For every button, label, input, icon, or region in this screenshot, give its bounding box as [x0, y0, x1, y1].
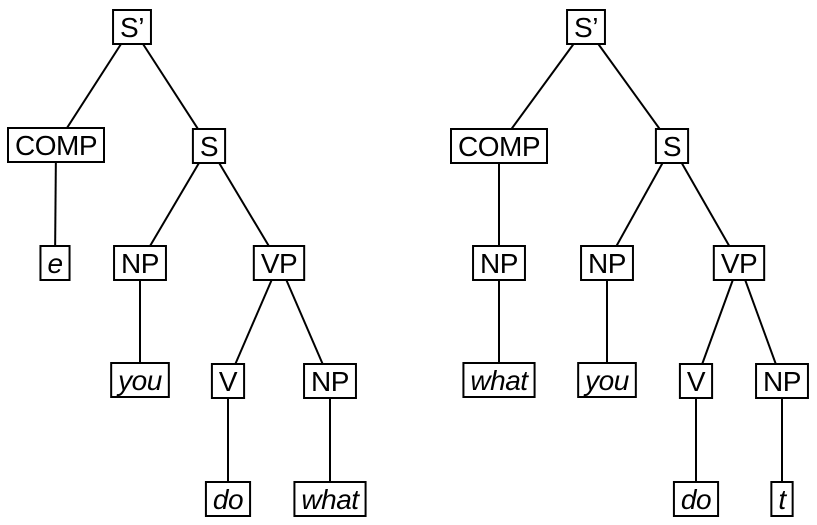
right-tree-node-v: V	[678, 363, 714, 399]
node-box	[462, 362, 536, 398]
left-tree-node-e: e	[39, 245, 71, 281]
right-tree-edge-vp-np-object	[738, 262, 783, 382]
node-box	[7, 127, 105, 163]
node-label: t	[778, 484, 787, 515]
node-box	[770, 481, 794, 517]
node-label: VP	[261, 248, 297, 279]
right-tree-node-what: what	[462, 362, 536, 398]
right-tree-edge-s-bar-s	[585, 26, 673, 147]
node-box	[210, 363, 246, 399]
node-label: e	[47, 248, 62, 279]
node-box	[472, 245, 526, 281]
node-label: S	[200, 131, 218, 162]
right-tree-node-vp: VP	[712, 245, 766, 281]
left-tree-edge-vp-v	[227, 262, 280, 382]
node-box	[566, 9, 606, 45]
right-tree-node-np-comp: NP	[472, 245, 526, 281]
right-tree-node-t: t	[770, 481, 794, 517]
left-tree-node-np-object: NP	[303, 363, 357, 399]
left-tree-node-comp: COMP	[7, 127, 105, 163]
node-box	[252, 245, 306, 281]
left-tree-node-vp: VP	[252, 245, 306, 281]
node-box	[712, 245, 766, 281]
node-label: V	[219, 366, 238, 397]
left-tree-edge-vp-np-object	[278, 262, 331, 382]
node-label: do	[681, 484, 711, 515]
node-box	[112, 9, 152, 45]
left-tree-edges	[54, 26, 331, 499]
node-label: COMP	[458, 131, 540, 162]
right-tree-edges	[498, 26, 783, 499]
node-box	[39, 245, 71, 281]
left-tree-edge-s-bar-s	[131, 26, 210, 147]
node-label: S	[663, 131, 681, 162]
node-label: NP	[121, 248, 159, 279]
node-box	[672, 481, 720, 517]
node-box	[450, 128, 548, 164]
node-label: do	[213, 484, 243, 515]
node-label: what	[470, 365, 529, 396]
node-label: you	[116, 365, 163, 396]
node-label: S’	[574, 12, 598, 43]
left-tree-node-you: you	[110, 362, 170, 398]
right-tree-edge-s-np-subject	[606, 145, 673, 264]
node-box	[293, 481, 367, 517]
node-box	[204, 481, 252, 517]
left-tree-edge-s-vp	[208, 145, 280, 264]
node-box	[113, 245, 167, 281]
left-tree-edge-s-bar-comp	[55, 26, 133, 146]
node-label: you	[583, 365, 630, 396]
node-label: what	[301, 484, 360, 515]
right-tree-nodes: S’ COMP S NP NP VP what you V NP do t	[450, 9, 809, 517]
right-tree-edge-s-bar-comp	[498, 26, 587, 147]
left-tree-node-np-subject: NP	[113, 245, 167, 281]
node-label: NP	[763, 366, 801, 397]
left-tree-node-v: V	[210, 363, 246, 399]
left-tree-node-s: S	[191, 128, 227, 164]
node-label: V	[687, 366, 706, 397]
node-label: S’	[120, 12, 144, 43]
node-box	[191, 128, 227, 164]
left-tree-node-s-bar: S’	[112, 9, 152, 45]
node-box	[755, 363, 809, 399]
node-box	[577, 362, 637, 398]
right-tree-node-s-bar: S’	[566, 9, 606, 45]
node-label: NP	[311, 366, 349, 397]
node-box	[303, 363, 357, 399]
right-tree-node-np-subject: NP	[580, 245, 634, 281]
left-tree-edge-comp-e	[54, 144, 57, 264]
right-tree-node-you: you	[577, 362, 637, 398]
node-box	[110, 362, 170, 398]
left-tree-edge-s-np-subject	[139, 145, 210, 264]
node-box	[678, 363, 714, 399]
node-label: NP	[588, 248, 626, 279]
right-tree-edge-vp-v	[695, 262, 740, 382]
node-label: COMP	[15, 130, 97, 161]
right-tree-edge-s-vp	[671, 145, 740, 264]
right-tree-node-s: S	[654, 128, 690, 164]
node-box	[654, 128, 690, 164]
left-tree-node-do: do	[204, 481, 252, 517]
right-tree-node-np-object: NP	[755, 363, 809, 399]
node-label: NP	[480, 248, 518, 279]
left-tree-node-what: what	[293, 481, 367, 517]
node-label: VP	[721, 248, 757, 279]
right-tree-node-do: do	[672, 481, 720, 517]
right-tree-node-comp: COMP	[450, 128, 548, 164]
node-box	[580, 245, 634, 281]
